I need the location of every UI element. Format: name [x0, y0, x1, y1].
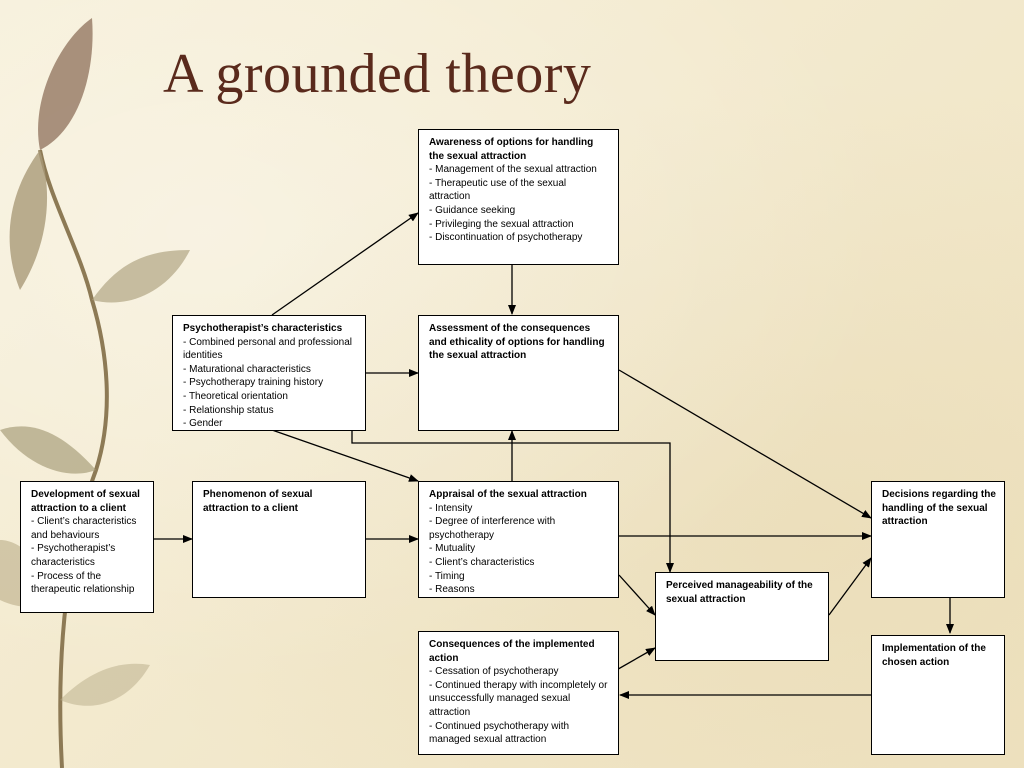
box-phenomenon-heading: Phenomenon of sexual attraction to a cli… — [203, 489, 313, 514]
box-development: Development of sexual attraction to a cl… — [20, 481, 154, 613]
list-item: Timing — [429, 570, 610, 584]
box-assessment-heading: Assessment of the consequences and ethic… — [429, 323, 605, 362]
box-decisions: Decisions regarding the handling of the … — [871, 481, 1005, 598]
arrow-assessment-to-decisions — [618, 369, 872, 519]
list-item: Guidance seeking — [429, 204, 610, 218]
box-development-list: Client’s characteristics and behavioursP… — [31, 515, 145, 597]
box-psychotherapist-heading: Psychotherapist’s characteristics — [183, 323, 343, 334]
list-item: Maturational characteristics — [183, 363, 357, 377]
list-item: Mutuality — [429, 542, 610, 556]
list-item: Psychotherapist’s characteristics — [31, 542, 145, 569]
arrow-manageability-to-decisions — [828, 557, 872, 616]
arrow-appraisal-to-manageability — [618, 574, 656, 616]
list-item: Relationship status — [183, 404, 357, 418]
list-item: Continued therapy with incompletely or u… — [429, 679, 610, 720]
box-psychotherapist-list: Combined personal and professional ident… — [183, 336, 357, 430]
list-item: Combined personal and professional ident… — [183, 336, 357, 363]
arrow-psych-to-awareness — [271, 212, 419, 316]
box-decisions-heading: Decisions regarding the handling of the … — [882, 489, 996, 528]
list-item: Therapeutic use of the sexual attraction — [429, 177, 610, 204]
box-awareness-list: Management of the sexual attractionThera… — [429, 163, 610, 245]
box-development-heading: Development of sexual attraction to a cl… — [31, 489, 140, 514]
list-item: Cessation of psychotherapy — [429, 665, 610, 679]
list-item: Continued psychotherapy with managed sex… — [429, 720, 610, 747]
list-item: Discontinuation of psychotherapy — [429, 231, 610, 245]
box-consequences-heading: Consequences of the implemented action — [429, 639, 595, 664]
list-item: Management of the sexual attraction — [429, 163, 610, 177]
box-appraisal: Appraisal of the sexual attraction Inten… — [418, 481, 619, 598]
list-item: Client’s characteristics — [429, 556, 610, 570]
box-awareness: Awareness of options for handling the se… — [418, 129, 619, 265]
arrow-psych-to-manageability — [351, 430, 674, 573]
box-manageability-heading: Perceived manageability of the sexual at… — [666, 580, 813, 605]
box-consequences: Consequences of the implemented action C… — [418, 631, 619, 755]
list-item: Degree of interference with psychotherap… — [429, 515, 610, 542]
box-manageability: Perceived manageability of the sexual at… — [655, 572, 829, 661]
box-implementation-heading: Implementation of the chosen action — [882, 643, 986, 668]
list-item: Reasons — [429, 583, 610, 597]
box-awareness-heading: Awareness of options for handling the se… — [429, 137, 594, 162]
box-assessment: Assessment of the consequences and ethic… — [418, 315, 619, 431]
list-item: Client’s characteristics and behaviours — [31, 515, 145, 542]
list-item: Intensity — [429, 502, 610, 516]
list-item: Theoretical orientation — [183, 390, 357, 404]
list-item: Psychotherapy training history — [183, 376, 357, 390]
list-item: Privileging the sexual attraction — [429, 218, 610, 232]
box-implementation: Implementation of the chosen action — [871, 635, 1005, 755]
list-item: Gender — [183, 417, 357, 430]
list-item: Process of the therapeutic relationship — [31, 570, 145, 597]
box-appraisal-list: IntensityDegree of interference with psy… — [429, 502, 610, 597]
arrow-psych-to-appraisal — [271, 429, 419, 482]
page-title: A grounded theory — [163, 43, 592, 105]
box-phenomenon: Phenomenon of sexual attraction to a cli… — [192, 481, 366, 598]
box-psychotherapist-characteristics: Psychotherapist’s characteristics Combin… — [172, 315, 366, 431]
box-appraisal-heading: Appraisal of the sexual attraction — [429, 489, 587, 500]
box-consequences-list: Cessation of psychotherapyContinued ther… — [429, 665, 610, 747]
